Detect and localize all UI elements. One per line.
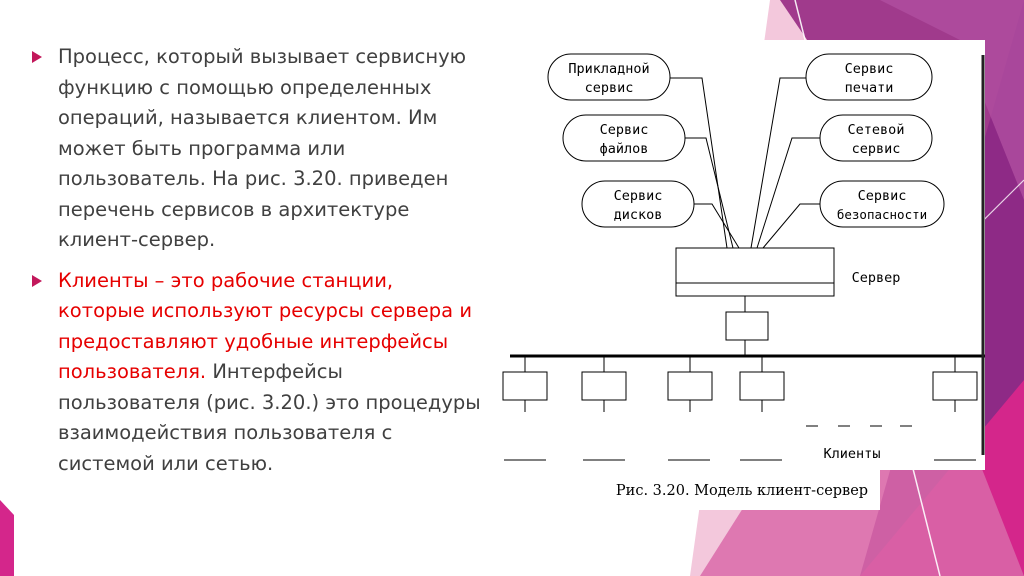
service-label: Сервис [614,188,663,204]
bullet-arrow-icon [32,51,42,63]
client-node [502,371,548,401]
service-label: сервис [852,141,901,157]
service-node-print [805,53,933,101]
bullet-item-clients: Клиенты – это рабочие станции, которые и… [32,266,482,480]
service-label: Сетевой [848,122,905,138]
connector-line [694,203,740,249]
client-node [667,371,713,401]
client-node [932,371,978,401]
service-label: Прикладной [568,61,649,77]
bullet-highlight-text: Клиенты – это рабочие станции, которые и… [58,268,472,384]
figure-caption: Рис. 3.20. Модель клиент-сервер [616,483,868,499]
connector-line [685,137,734,249]
service-label: сервис [585,80,634,96]
bullet-text: Интерфейсы пользователя (рис. 3.20.) это… [58,360,481,475]
service-label: Сервис [858,188,907,204]
service-label: файлов [600,141,649,157]
service-label: Сервис [845,61,894,77]
client-node [581,371,627,401]
client-node [739,371,785,401]
clients-label: Клиенты [824,446,881,462]
service-label: дисков [614,207,663,223]
server-adapter [725,311,769,341]
bullet-list: Процесс, который вызывает сервисную функ… [32,42,482,489]
connector-line [750,77,806,249]
bullet-item-client-definition: Процесс, который вызывает сервисную функ… [32,42,482,256]
connector-line [756,137,820,249]
bullet-text: Процесс, который вызывает сервисную функ… [58,45,467,251]
service-label: печати [845,80,894,96]
bullet-arrow-icon [32,274,42,287]
connector-line [762,203,820,249]
service-node-applied [547,53,671,101]
service-label: Сервис [600,122,649,138]
server-block [675,247,835,297]
service-label: безопасности [837,207,927,222]
server-label: Сервер [852,270,901,286]
